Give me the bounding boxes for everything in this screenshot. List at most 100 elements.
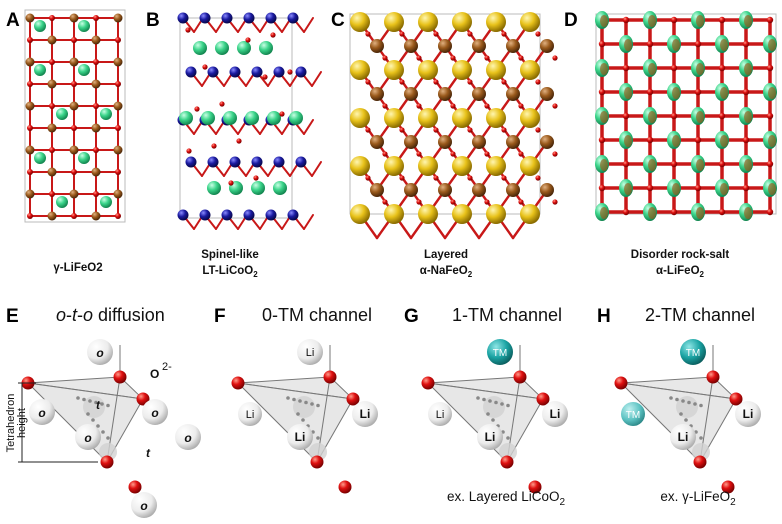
octa-site-label: o bbox=[84, 431, 91, 445]
diffusion-path-dot bbox=[687, 400, 691, 405]
lithium-atom-label: Li bbox=[550, 407, 561, 421]
oxygen-atom bbox=[433, 175, 439, 181]
iron-atom bbox=[47, 35, 57, 45]
footnote-g: ex. Layered LiCoO2 bbox=[447, 489, 566, 508]
iron-atom bbox=[91, 123, 101, 133]
crystal-structure-disorder-rocksalt bbox=[595, 11, 777, 221]
sodium-atom bbox=[520, 108, 540, 128]
lithium-atom bbox=[207, 181, 221, 195]
lithium-atom bbox=[223, 111, 237, 125]
oxygen-atom bbox=[310, 455, 324, 469]
tetrahedron-face bbox=[26, 382, 144, 463]
lithium-atom bbox=[259, 41, 273, 55]
oxygen-atom bbox=[552, 199, 558, 205]
panel-letter-d: D bbox=[564, 10, 578, 31]
octa-site bbox=[75, 424, 101, 450]
lithium-atom bbox=[273, 181, 287, 195]
oxygen-atom bbox=[718, 64, 726, 72]
oxygen-atom bbox=[500, 455, 514, 469]
oxygen-atom bbox=[518, 103, 524, 109]
diffusion-path-dot bbox=[491, 418, 495, 422]
iron-atom bbox=[506, 135, 520, 149]
oxygen-atom bbox=[484, 199, 490, 205]
fe-overlay bbox=[744, 111, 752, 123]
cobalt-atom bbox=[207, 66, 219, 78]
cobalt-atom bbox=[185, 66, 197, 78]
iron-atom bbox=[91, 79, 101, 89]
panel-letter-c: C bbox=[331, 10, 345, 31]
sodium-atom bbox=[418, 60, 438, 80]
lithium-atom bbox=[251, 181, 265, 195]
crystal-structure-gamma-lifeo2 bbox=[24, 9, 126, 223]
cobalt-atom bbox=[199, 209, 211, 221]
iron-atom bbox=[472, 39, 486, 53]
fe-overlay bbox=[720, 183, 728, 195]
oxygen-atom bbox=[622, 16, 630, 24]
oxygen-atom bbox=[115, 125, 121, 131]
lithium-atom-label: Li bbox=[743, 407, 754, 421]
oxygen-atom bbox=[338, 480, 352, 494]
sodium-atom bbox=[350, 204, 370, 224]
fe-overlay bbox=[672, 87, 680, 99]
cobalt-atom bbox=[177, 209, 189, 221]
fe-overlay bbox=[624, 135, 632, 147]
diffusion-path-dot bbox=[681, 399, 685, 403]
iron-atom bbox=[370, 39, 384, 53]
sodium-atom bbox=[486, 12, 506, 32]
lithium-atom-label: Li bbox=[295, 430, 306, 444]
sodium-atom bbox=[350, 12, 370, 32]
oxygen-atom bbox=[501, 79, 507, 85]
oxygen-atom bbox=[622, 160, 630, 168]
caption-c-line1: Layered bbox=[424, 249, 468, 261]
iron-atom bbox=[404, 39, 418, 53]
bond bbox=[311, 71, 322, 87]
oxygen-atom bbox=[27, 169, 33, 175]
title-h: 2-TM channel bbox=[645, 305, 755, 325]
tetrahedron-face bbox=[619, 382, 737, 463]
oxygen-atom bbox=[552, 103, 558, 109]
diffusion-path-dot bbox=[488, 399, 492, 403]
sodium-atom bbox=[520, 156, 540, 176]
oxygen-atom bbox=[484, 103, 490, 109]
fe-overlay bbox=[624, 39, 632, 51]
sodium-atom bbox=[418, 156, 438, 176]
oxygen-atom bbox=[552, 151, 558, 157]
sodium-atom bbox=[486, 60, 506, 80]
fe-overlay bbox=[672, 39, 680, 51]
oxygen-atom bbox=[365, 175, 371, 181]
oxygen-atom bbox=[27, 125, 33, 131]
oxygen-atom bbox=[270, 32, 276, 38]
caption-b-line1: Spinel-like bbox=[201, 249, 259, 261]
oxygen-atom bbox=[670, 112, 678, 120]
oxygen-atom bbox=[211, 143, 217, 149]
tetra-site-shadow bbox=[499, 443, 517, 461]
lithium-atom bbox=[289, 111, 303, 125]
oxygen-atom bbox=[598, 184, 606, 192]
sodium-atom bbox=[452, 12, 472, 32]
cobalt-atom bbox=[177, 12, 189, 24]
oxygen-atom bbox=[729, 392, 743, 406]
iron-atom bbox=[113, 189, 123, 199]
oxygen-atom bbox=[365, 31, 371, 37]
oxygen-atom bbox=[670, 16, 678, 24]
diffusion-path-dot bbox=[684, 418, 688, 422]
tm-atom-label: TM bbox=[686, 348, 700, 359]
oxygen-atom bbox=[93, 15, 99, 21]
fe-overlay bbox=[720, 135, 728, 147]
oxygen-atom bbox=[202, 64, 208, 70]
iron-atom bbox=[25, 189, 35, 199]
oxygen-atom bbox=[421, 376, 435, 390]
iron-atom bbox=[113, 101, 123, 111]
oxygen-atom bbox=[721, 480, 735, 494]
oxygen-atom bbox=[646, 136, 654, 144]
oxygen-atom bbox=[245, 37, 251, 43]
oxygen-atom bbox=[136, 392, 150, 406]
diffusion-path-dot bbox=[82, 397, 86, 402]
tetrahedron-face bbox=[236, 382, 354, 463]
diffusion-path-dot bbox=[96, 424, 100, 428]
iron-atom bbox=[506, 183, 520, 197]
lithium-atom bbox=[100, 108, 112, 120]
oxygen-atom bbox=[185, 27, 191, 33]
iron-atom bbox=[438, 183, 452, 197]
